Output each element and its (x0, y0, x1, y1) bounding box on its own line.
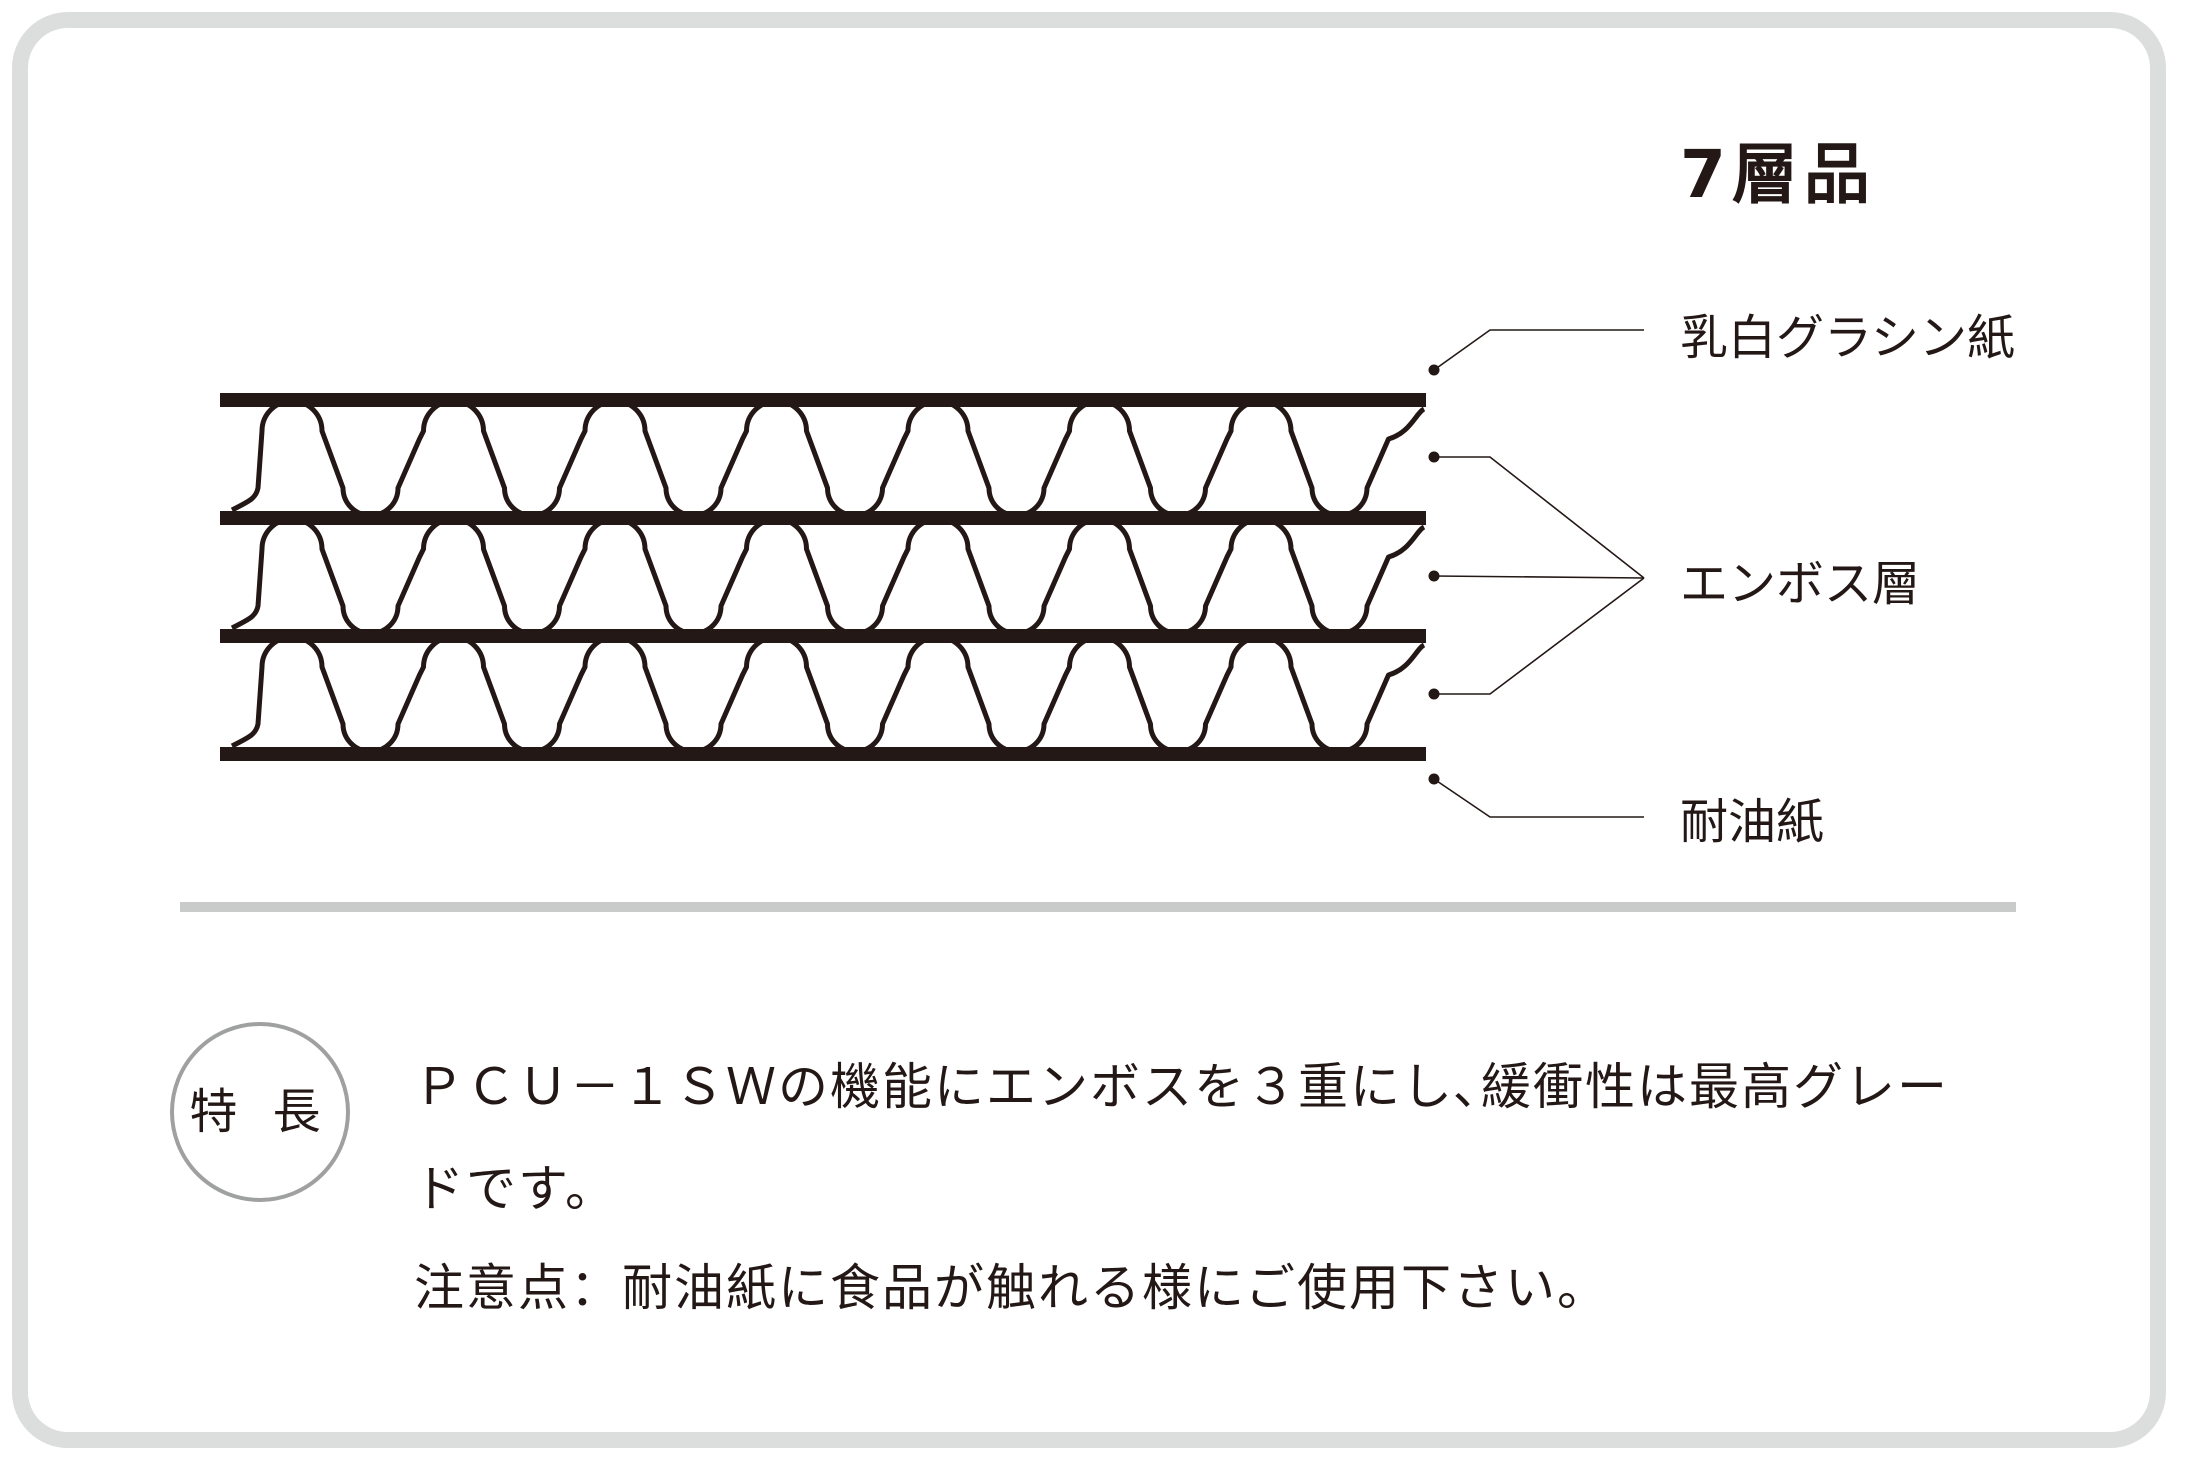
leader-lines (1433, 329, 1645, 818)
card-frame (12, 12, 2166, 1448)
emboss-wave (230, 398, 1426, 518)
section-divider (180, 902, 2016, 912)
feature-note: 注意点：耐油紙に食品が触れる様にご使用下さい。 (414, 1259, 1609, 1317)
dot-emboss-1 (1428, 451, 1440, 463)
dot-emboss-2 (1428, 570, 1440, 582)
paper-sheet (220, 393, 1426, 407)
paper-sheet (220, 511, 1426, 525)
emboss-wave (230, 516, 1426, 636)
dot-oil (1428, 773, 1440, 785)
label-emboss-layer: エンボス層 (1680, 556, 1921, 612)
product-title: 7層品 (1680, 136, 1876, 213)
leader-emboss-3 (1434, 577, 1645, 695)
leader-glassine (1433, 329, 1644, 371)
leader-emboss-1 (1434, 456, 1645, 579)
dot-emboss-3 (1428, 688, 1440, 700)
paper-sheet (220, 747, 1426, 761)
feature-description: ＰＣＵ－１ＳＷの機能にエンボスを３重にし､緩衝性は最高グレードです。 (414, 1058, 1949, 1218)
paper-sheets (220, 393, 1426, 761)
emboss-waves (230, 398, 1426, 754)
dot-glassine (1428, 364, 1440, 376)
label-oil-resistant-paper: 耐油紙 (1680, 794, 1825, 850)
paper-sheet (220, 629, 1426, 643)
leader-dots (1428, 364, 1440, 785)
label-glassine-paper: 乳白グラシン紙 (1680, 310, 2016, 366)
leader-oil (1433, 778, 1644, 818)
leader-emboss-2 (1433, 575, 1645, 579)
emboss-wave (230, 634, 1426, 754)
feature-badge-label: 特 長 (189, 1084, 331, 1140)
feature-badge: 特 長 (170, 1022, 350, 1202)
